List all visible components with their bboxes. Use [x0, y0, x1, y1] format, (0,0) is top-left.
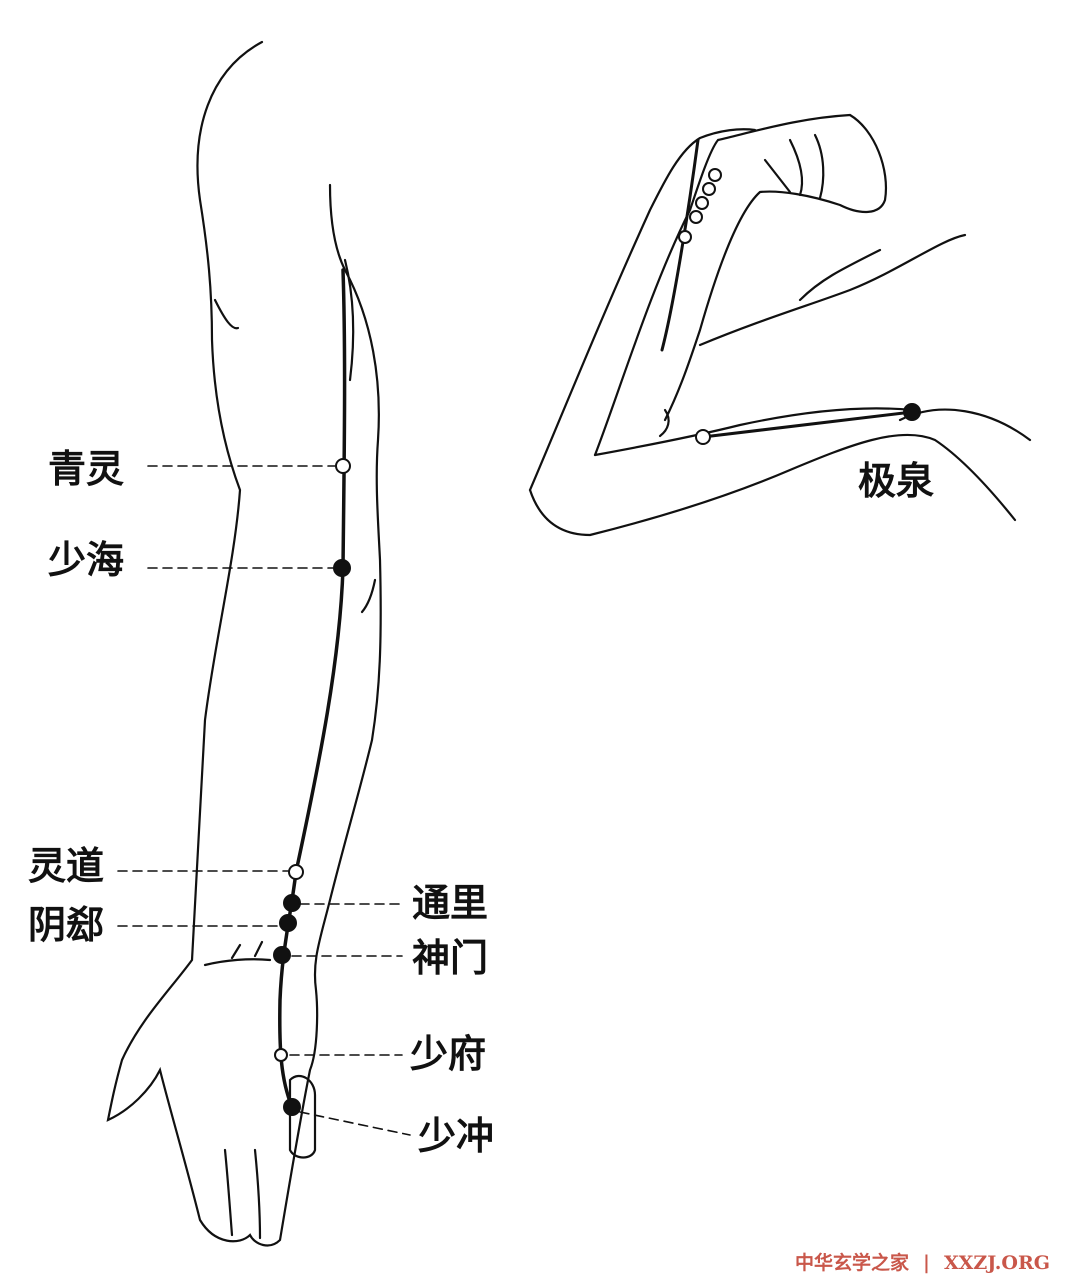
flexed-arm-outline	[528, 113, 1017, 537]
point-jiquan	[903, 403, 921, 421]
point-open	[678, 230, 692, 244]
label-tongli: 通里	[412, 880, 489, 925]
point-open	[702, 182, 716, 196]
point-open	[689, 210, 703, 224]
label-yinxi: 阴郄	[28, 902, 105, 947]
watermark-separator: |	[923, 1252, 930, 1274]
label-shenmen: 神门	[412, 935, 489, 980]
label-jiquan: 极泉	[858, 458, 935, 503]
watermark: 中华玄学之家 | XXZJ.ORG	[795, 1248, 1064, 1275]
label-qingling: 青灵	[48, 446, 125, 491]
point-open	[708, 168, 722, 182]
point-yinxi	[279, 914, 297, 932]
point-shaofu	[274, 1048, 288, 1062]
point-open	[695, 429, 711, 445]
point-shaochong	[283, 1098, 301, 1116]
point-open	[695, 196, 709, 210]
meridian-line	[278, 268, 347, 1109]
leader-lines	[117, 465, 411, 1136]
watermark-site-name: 中华玄学之家	[795, 1252, 910, 1274]
point-shaohai	[333, 559, 351, 577]
watermark-domain: XXZJ.ORG	[943, 1252, 1050, 1274]
label-lingdao: 灵道	[28, 843, 105, 888]
point-qingling	[335, 458, 351, 474]
label-shaofu: 少府	[410, 1031, 487, 1076]
label-shaohai: 少海	[48, 537, 125, 582]
point-lingdao	[288, 864, 304, 880]
point-tongli	[283, 894, 301, 912]
point-shenmen	[273, 946, 291, 964]
label-shaochong: 少冲	[418, 1113, 495, 1158]
arm-outline	[106, 40, 382, 1247]
